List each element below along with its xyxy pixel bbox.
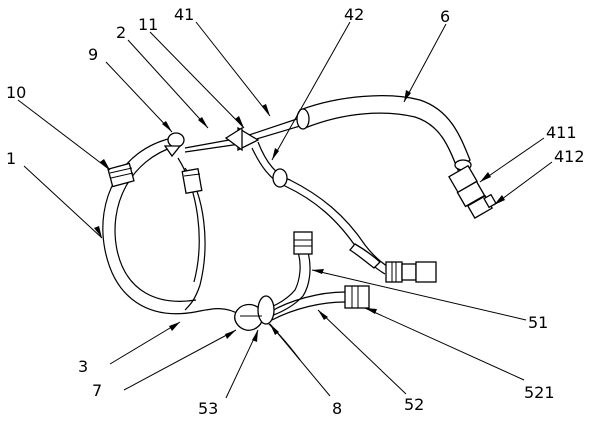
reference-labels: 1 10 9 2 11 41 42 6 411 412 51 521 52 8 … xyxy=(6,5,585,418)
connector-51 xyxy=(293,231,313,255)
junction xyxy=(234,295,275,331)
leader-lines xyxy=(17,21,553,399)
label-7: 7 xyxy=(92,381,102,400)
label-53: 53 xyxy=(198,399,218,418)
label-521: 521 xyxy=(524,383,555,402)
label-51: 51 xyxy=(528,313,548,332)
label-9: 9 xyxy=(88,45,98,64)
label-411: 411 xyxy=(546,123,577,142)
junction-7 xyxy=(234,303,264,331)
label-41: 41 xyxy=(174,5,194,24)
connector-block-right xyxy=(385,261,403,283)
connector-9 xyxy=(167,132,185,148)
connector-521 xyxy=(344,285,370,309)
tube-42 xyxy=(251,141,437,283)
upper-tube xyxy=(163,117,301,158)
ring-8 xyxy=(257,295,275,325)
tube-6 xyxy=(296,95,497,219)
label-412: 412 xyxy=(554,147,585,166)
clip-upper xyxy=(181,168,203,194)
label-2: 2 xyxy=(116,23,126,42)
clip-10 xyxy=(107,162,135,188)
label-52: 52 xyxy=(404,395,424,414)
label-42: 42 xyxy=(344,5,364,24)
label-8: 8 xyxy=(332,399,342,418)
label-10: 10 xyxy=(6,83,26,102)
label-6: 6 xyxy=(440,7,450,26)
label-11: 11 xyxy=(138,15,158,34)
ring-loop xyxy=(102,137,241,316)
label-1: 1 xyxy=(6,149,16,168)
label-3: 3 xyxy=(78,357,88,376)
